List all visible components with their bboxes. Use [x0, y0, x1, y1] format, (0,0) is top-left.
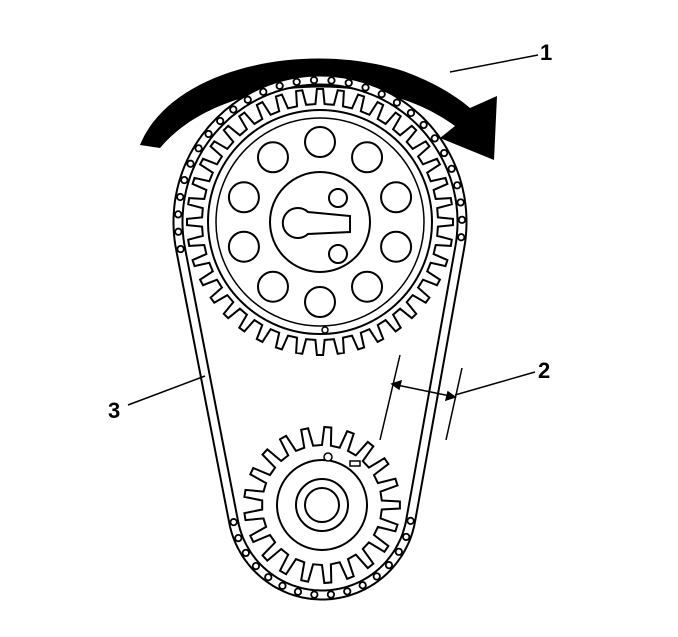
- chain-roller: [361, 83, 370, 92]
- chain-roller: [344, 78, 353, 88]
- callout-2-leader: [454, 371, 536, 396]
- callout-2: 2: [538, 358, 550, 383]
- key: [349, 460, 361, 467]
- lightening-hole: [256, 141, 289, 174]
- chain-roller: [186, 159, 195, 168]
- camshaft-sprocket: [186, 88, 454, 356]
- chain-roller: [216, 116, 225, 126]
- chain-roller: [457, 233, 466, 242]
- chain-roller: [174, 227, 183, 236]
- lightening-hole: [227, 181, 260, 214]
- deflection-measurement: [379, 354, 463, 441]
- chain-roller: [440, 148, 449, 158]
- sprocket-rim-inner: [215, 117, 425, 327]
- lightening-hole: [304, 286, 336, 318]
- timing-chain: [172, 74, 468, 601]
- bolt-hole: [328, 188, 348, 208]
- chain-roller: [174, 210, 183, 219]
- chain-roller: [275, 81, 284, 90]
- chain-roller: [229, 105, 238, 114]
- chain-roller: [264, 573, 273, 582]
- callout-1-leader: [449, 54, 539, 73]
- chain-roller: [456, 198, 465, 207]
- chain-roller: [402, 532, 411, 542]
- rotation-arrow: [140, 58, 497, 160]
- chain-roller: [384, 561, 394, 570]
- chain-roller: [180, 175, 189, 185]
- chain-roller: [453, 181, 462, 190]
- chain-roller: [241, 548, 250, 558]
- timing-mark: [321, 326, 329, 334]
- chain-roller: [309, 76, 319, 85]
- chain-roller: [194, 144, 203, 153]
- lightening-hole: [256, 270, 289, 303]
- chain-roller: [293, 587, 303, 596]
- chain-roller: [176, 244, 185, 254]
- callout-1: 1: [540, 40, 552, 65]
- chain-roller: [343, 587, 352, 596]
- chain-roller: [292, 77, 301, 87]
- chain-roller: [243, 95, 252, 104]
- chain-roller: [278, 581, 287, 590]
- callout-3-leader: [127, 375, 206, 406]
- lightening-hole: [380, 181, 413, 214]
- lightening-hole: [380, 230, 413, 263]
- chain-roller: [430, 134, 439, 143]
- lightening-hole: [227, 230, 260, 263]
- chain-roller: [176, 192, 185, 202]
- chain-roller: [372, 572, 381, 581]
- chain-roller: [447, 164, 456, 173]
- crank-bore: [304, 487, 340, 523]
- chain-roller: [229, 518, 238, 527]
- chain-roller: [234, 534, 243, 543]
- chain-roller: [251, 562, 261, 571]
- bolt-hole: [328, 244, 348, 264]
- timing-mark: [323, 452, 333, 462]
- chain-roller: [406, 516, 415, 526]
- chain-roller: [377, 89, 386, 99]
- crankshaft-sprocket: [243, 425, 401, 585]
- chain-roller: [204, 129, 213, 139]
- lightening-hole: [304, 126, 336, 158]
- chain-roller: [419, 120, 428, 130]
- center-bore-keyway: [281, 207, 351, 239]
- chain-roller: [259, 87, 268, 96]
- chain-roller: [457, 215, 467, 224]
- chain-roller: [392, 98, 401, 107]
- lightening-hole: [351, 141, 384, 174]
- callout-3: 3: [108, 398, 120, 423]
- chain-roller: [394, 547, 403, 556]
- chain-roller: [406, 108, 416, 118]
- chain-roller: [358, 581, 367, 590]
- lightening-hole: [351, 270, 384, 303]
- chain-roller: [310, 590, 319, 599]
- chain-roller: [327, 76, 336, 85]
- chain-roller: [326, 590, 336, 599]
